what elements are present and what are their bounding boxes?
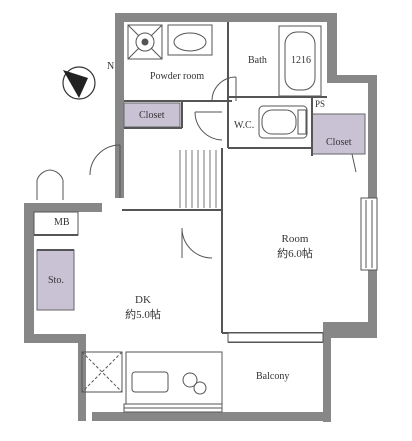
dk-size: 約5.0帖	[125, 309, 161, 321]
room-label: Room 約6.0帖	[260, 232, 330, 262]
storage-label: Sto.	[48, 275, 64, 286]
mb-label: MB	[54, 217, 70, 228]
bath-label: Bath	[248, 55, 267, 66]
closet-right-label: Closet	[326, 137, 352, 148]
dk-label: DK 約5.0帖	[108, 293, 178, 323]
balcony-label: Balcony	[256, 371, 290, 382]
wc-label: W.C.	[234, 120, 255, 131]
compass-icon	[62, 66, 96, 100]
room-size: 約6.0帖	[277, 248, 313, 260]
storage-areas	[36, 102, 366, 311]
room-name: Room	[281, 233, 309, 245]
compass-north-label: N	[107, 61, 115, 72]
powder-room-label: Powder room	[150, 71, 205, 82]
windows	[123, 197, 378, 413]
doors	[36, 76, 357, 259]
closet-slats	[179, 150, 217, 208]
dk-name: DK	[135, 294, 151, 306]
fixtures	[33, 24, 322, 408]
ps-label: PS	[315, 99, 326, 109]
closet-left-label: Closet	[139, 110, 165, 121]
bath-size-label: 1216	[291, 55, 311, 66]
